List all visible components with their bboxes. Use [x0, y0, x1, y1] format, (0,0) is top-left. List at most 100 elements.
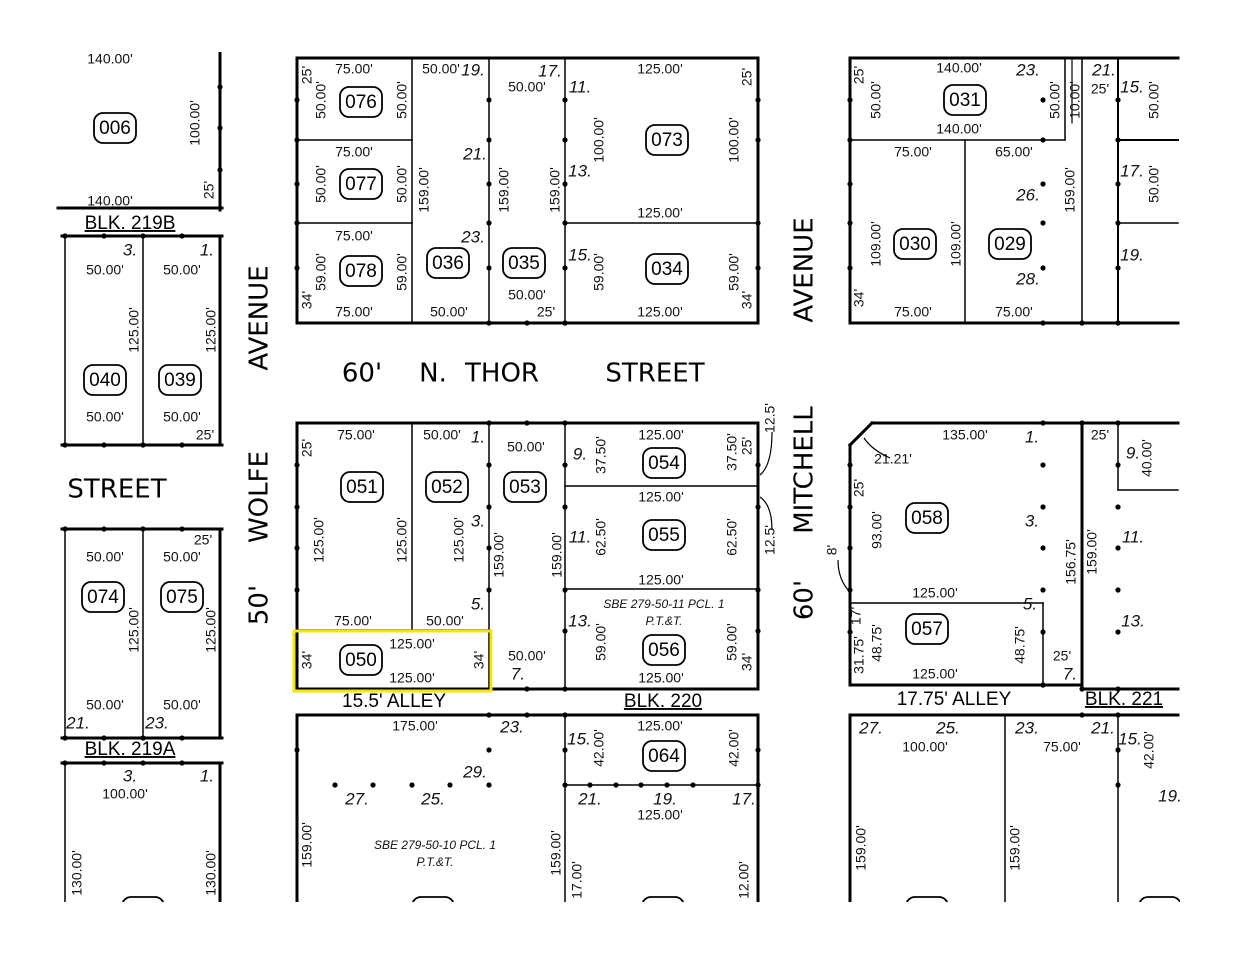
boundary-tick — [755, 587, 761, 593]
parcel-030[interactable]: 030 — [893, 228, 937, 260]
dimension-label: 125.00' — [203, 307, 219, 353]
dimension-label: 159.00' — [1084, 529, 1100, 575]
dimension-label: 125.00' — [389, 636, 435, 652]
parcel-050[interactable]: 050 — [339, 644, 383, 676]
parcel-075[interactable]: 075 — [160, 581, 204, 613]
selected-parcel-highlight[interactable] — [292, 629, 493, 693]
parcel-badge-outline — [425, 471, 469, 503]
parcel-078[interactable]: 078 — [339, 255, 383, 287]
lot-number: 15. — [567, 729, 591, 748]
boundary-tick — [486, 97, 492, 103]
parcel-badge-outline — [93, 112, 137, 144]
dimension-label: 125.00' — [637, 205, 683, 221]
parcel-064[interactable]: 064 — [642, 740, 686, 772]
lot-number: 23. — [1015, 60, 1040, 79]
parcel-040[interactable]: 040 — [83, 364, 127, 396]
street-width-mitchell: 60' — [790, 580, 820, 620]
dimension-label: 100.00' — [726, 117, 742, 163]
dimension-label: 8' — [824, 545, 840, 555]
lot-number: 13. — [568, 161, 592, 180]
leader-arrow — [863, 437, 891, 459]
dimension-label: 50.00' — [422, 61, 460, 77]
boundary-tick — [1040, 587, 1046, 593]
lot-number: 19. — [1158, 786, 1182, 805]
parcel-034[interactable]: 034 — [645, 253, 689, 285]
street-name-avenue-east: AVENUE — [790, 217, 820, 322]
parcel-006[interactable]: 006 — [93, 112, 137, 144]
boundary-tick — [562, 782, 568, 788]
dimension-label: 59.00' — [313, 253, 329, 291]
parcel-number: 054 — [648, 453, 680, 474]
dimension-label: 59.00' — [593, 623, 609, 661]
parcel-073[interactable]: 073 — [645, 124, 689, 156]
block-label: BLK. 221 — [1085, 689, 1163, 710]
parcel-055[interactable]: 055 — [642, 519, 686, 551]
parcel-057[interactable]: 057 — [905, 613, 949, 645]
parcel-036[interactable]: 036 — [426, 247, 470, 279]
parcel-badge-outline — [160, 581, 204, 613]
dimension-label: 25' — [299, 66, 315, 84]
lot-number: 3. — [123, 766, 137, 785]
parcel-035[interactable]: 035 — [502, 247, 546, 279]
lot-number: 1. — [200, 240, 214, 259]
dimension-label: 25' — [739, 68, 755, 86]
boundary-tick — [370, 782, 376, 788]
dimension-label: 50.00' — [508, 648, 546, 664]
dimension-label: 125.00' — [912, 585, 958, 601]
parcel-badge-outline — [83, 364, 127, 396]
boundary-tick — [524, 712, 530, 718]
dimension-label: 48.75' — [869, 624, 885, 662]
parcel-056[interactable]: 056 — [642, 634, 686, 666]
dimension-label: 50.00' — [394, 165, 410, 203]
parcel-076[interactable]: 076 — [339, 86, 383, 118]
parcel-074[interactable]: 074 — [81, 581, 125, 613]
dimension-label: 159.00' — [1062, 167, 1078, 213]
street-name-thor: THOR — [464, 359, 539, 389]
boundary-tick — [486, 747, 492, 753]
dimension-label: 34' — [851, 289, 867, 307]
parcel-badge-outline — [943, 84, 987, 116]
parcel-058[interactable]: 058 — [905, 502, 949, 534]
dimension-label: 100.00' — [591, 117, 607, 163]
parcel-053[interactable]: 053 — [503, 471, 547, 503]
boundary-tick — [294, 545, 300, 551]
parcel-051[interactable]: 051 — [340, 471, 384, 503]
boundary-tick — [613, 782, 619, 788]
parcel-number: 074 — [87, 587, 119, 608]
parcel-031[interactable]: 031 — [943, 84, 987, 116]
boundary-tick — [294, 220, 300, 226]
dimension-label: 125.00' — [451, 517, 467, 563]
dimension-label: 12.5' — [762, 403, 778, 433]
boundary-tick — [486, 587, 492, 593]
street-name-street-west: STREET — [67, 475, 166, 505]
dimension-label: 25' — [194, 532, 212, 548]
dimension-label: 25' — [1091, 81, 1109, 97]
dimension-label: 31.75' — [851, 636, 867, 674]
parcel-054[interactable]: 054 — [642, 447, 686, 479]
dimension-label: 10.00' — [1067, 81, 1083, 119]
parcel-077[interactable]: 077 — [339, 168, 383, 200]
boundary-tick — [755, 747, 761, 753]
dimension-label: 50.00' — [1047, 81, 1063, 119]
parcel-note: SBE 279-50-11 PCL. 1 — [603, 597, 724, 611]
dimension-label: 25' — [851, 479, 867, 497]
lot-number: 17. — [538, 61, 562, 80]
parcel-052[interactable]: 052 — [425, 471, 469, 503]
dimension-label: 175.00' — [392, 718, 438, 734]
lot-number: 23. — [499, 717, 524, 736]
parcel-039[interactable]: 039 — [158, 364, 202, 396]
parcel-029[interactable]: 029 — [988, 228, 1032, 260]
alley-label: 17.75' ALLEY — [897, 689, 1012, 710]
parcel-number: 036 — [432, 253, 464, 274]
boundary-tick — [847, 97, 853, 103]
dimension-label: 34' — [739, 653, 755, 671]
lot-number: 23. — [1014, 718, 1039, 737]
boundary-tick — [1115, 181, 1121, 187]
dimension-label: 125.00' — [637, 61, 683, 77]
boundary-tick — [1040, 181, 1046, 187]
dimension-label: 159.00' — [1007, 825, 1023, 871]
parcel-number: 029 — [994, 234, 1026, 255]
leader-arrow — [759, 496, 773, 531]
dimension-label: 25' — [1053, 648, 1071, 664]
